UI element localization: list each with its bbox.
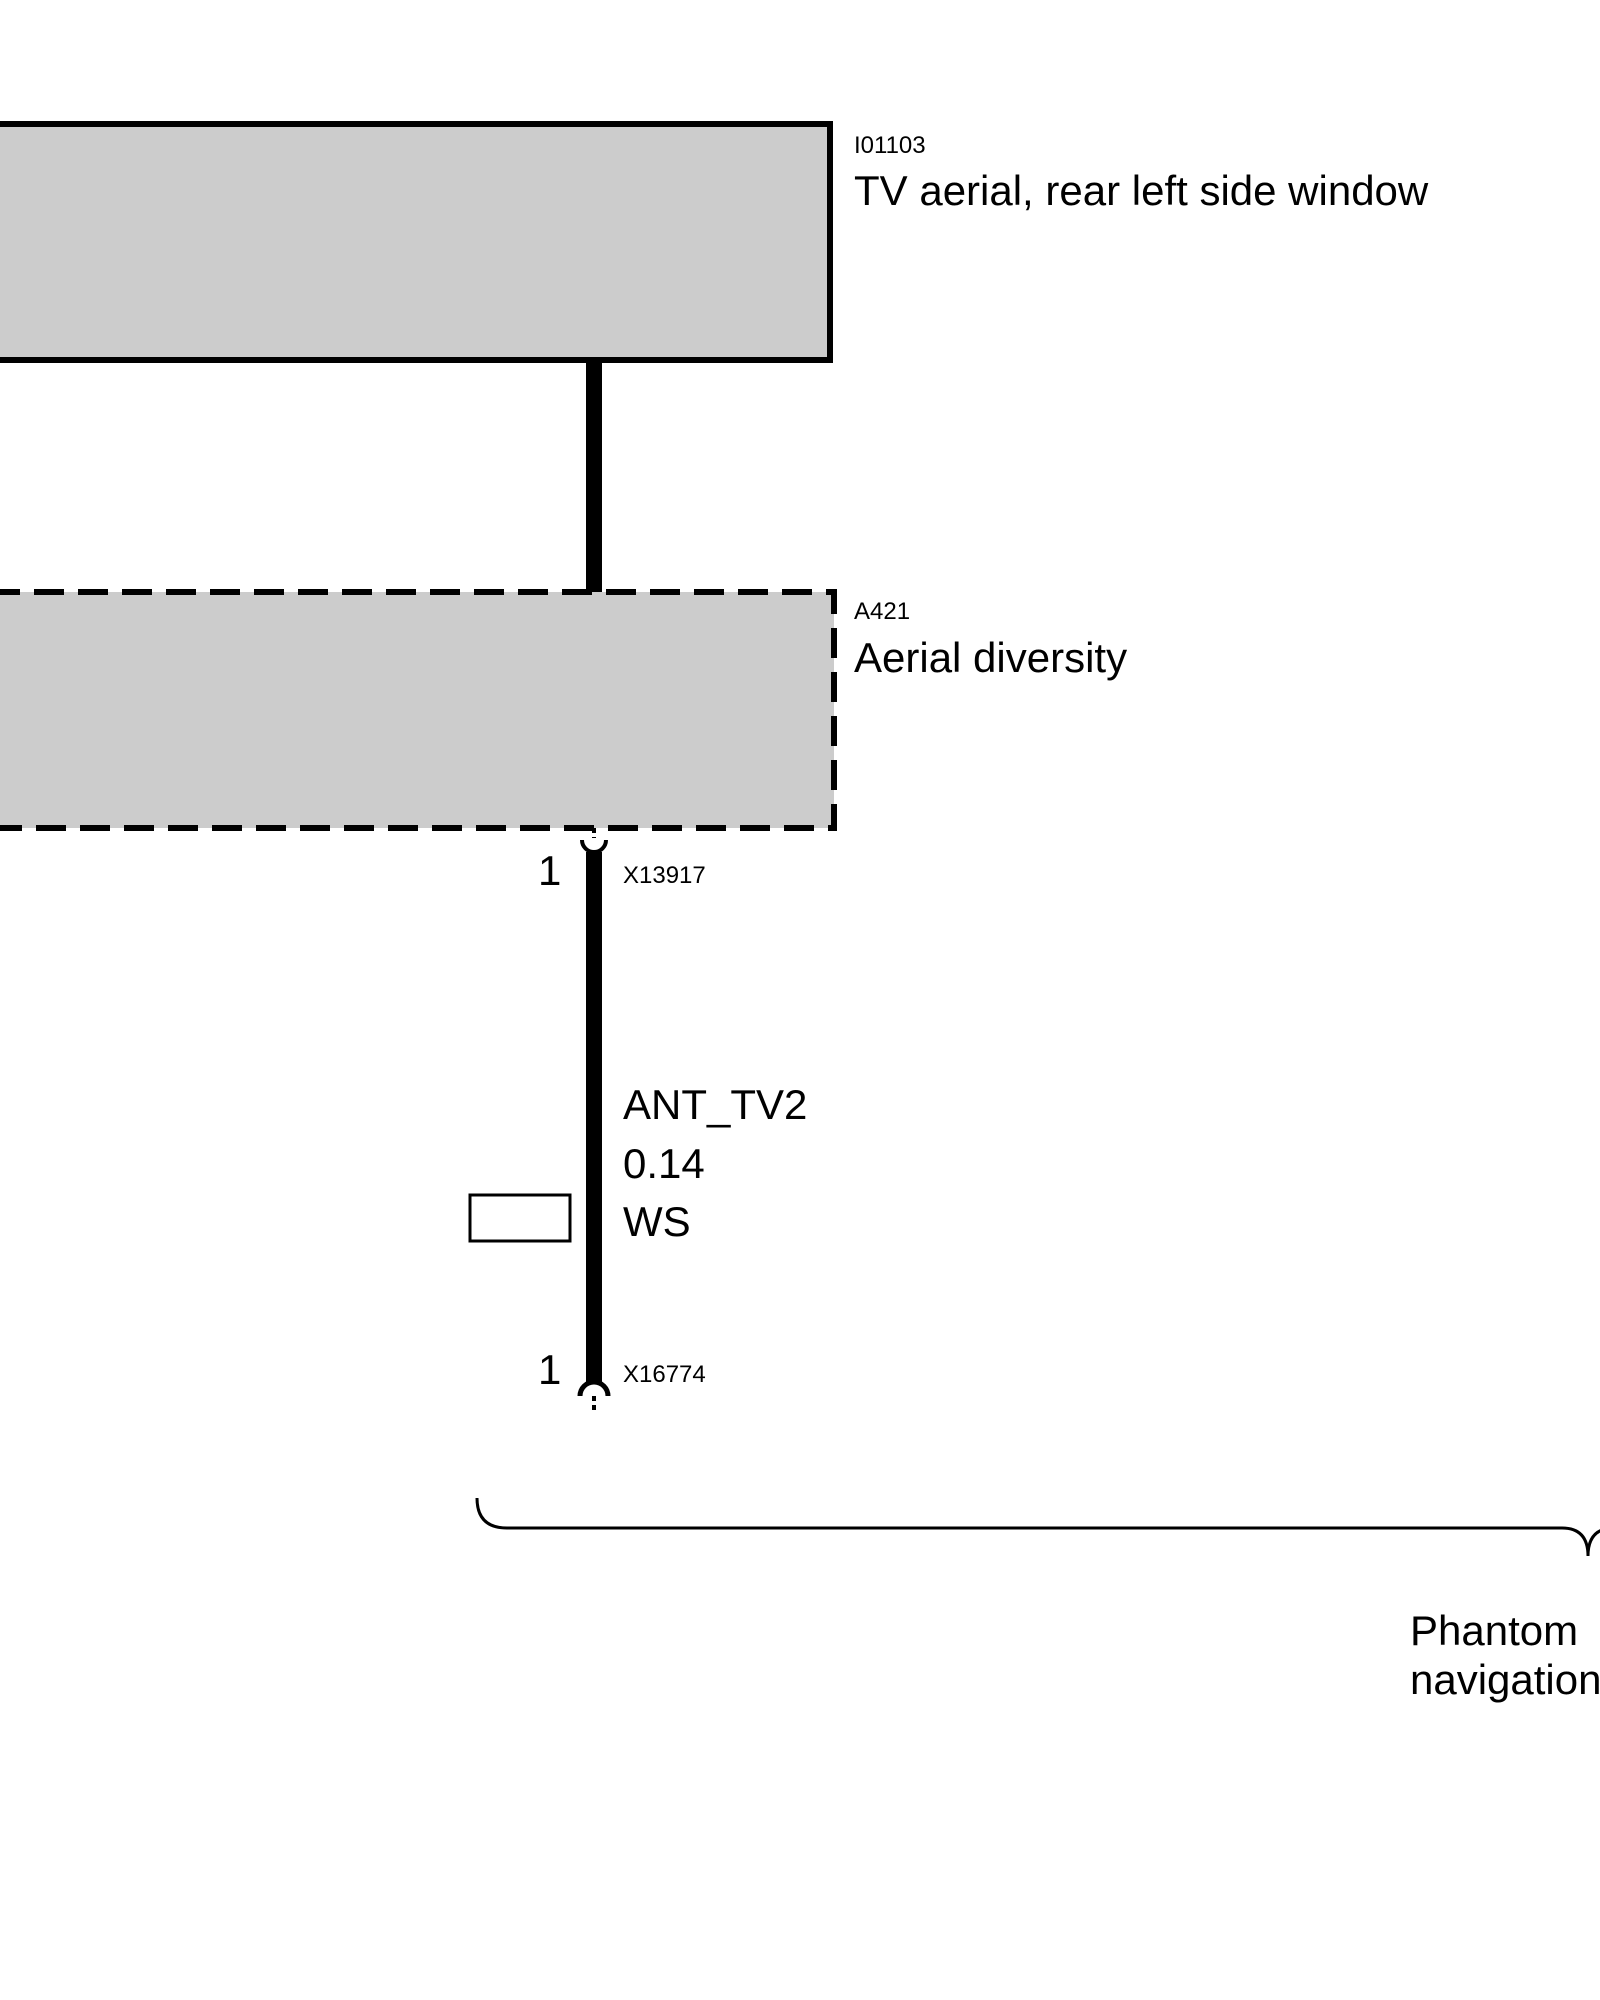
connector-x13917-id-label: X13917: [623, 862, 706, 889]
wire-marker-rectangle: [468, 1193, 572, 1243]
phantom-navigation-brace: [475, 1497, 1600, 1557]
tv-aerial-code-label: I01103: [854, 132, 926, 159]
tv-aerial-component-box[interactable]: [0, 121, 833, 363]
wire-color-code-label: WS: [623, 1198, 691, 1245]
wire-signal-label: ANT_TV2: [623, 1081, 808, 1128]
phantom-navigation-label-line2: navigation: [1410, 1656, 1600, 1703]
aerial-diversity-component-box[interactable]: [0, 589, 837, 831]
phantom-navigation-label-line1: Phantom: [1410, 1607, 1579, 1654]
aerial-diversity-name-label: Aerial diversity: [854, 634, 1128, 681]
connector-x16774-id-label: X16774: [623, 1361, 706, 1388]
connector-x13917-pin-label: 1: [538, 847, 562, 894]
aerial-diversity-code-label: A421: [854, 598, 911, 625]
connector-x16774-pin-label: 1: [538, 1346, 562, 1393]
connector-x16774-socket: [577, 1379, 611, 1397]
connector-x13917-socket: [580, 839, 608, 854]
tv-aerial-name-label: TV aerial, rear left side window: [854, 167, 1429, 214]
wire-cross-section-label: 0.14: [623, 1140, 705, 1187]
